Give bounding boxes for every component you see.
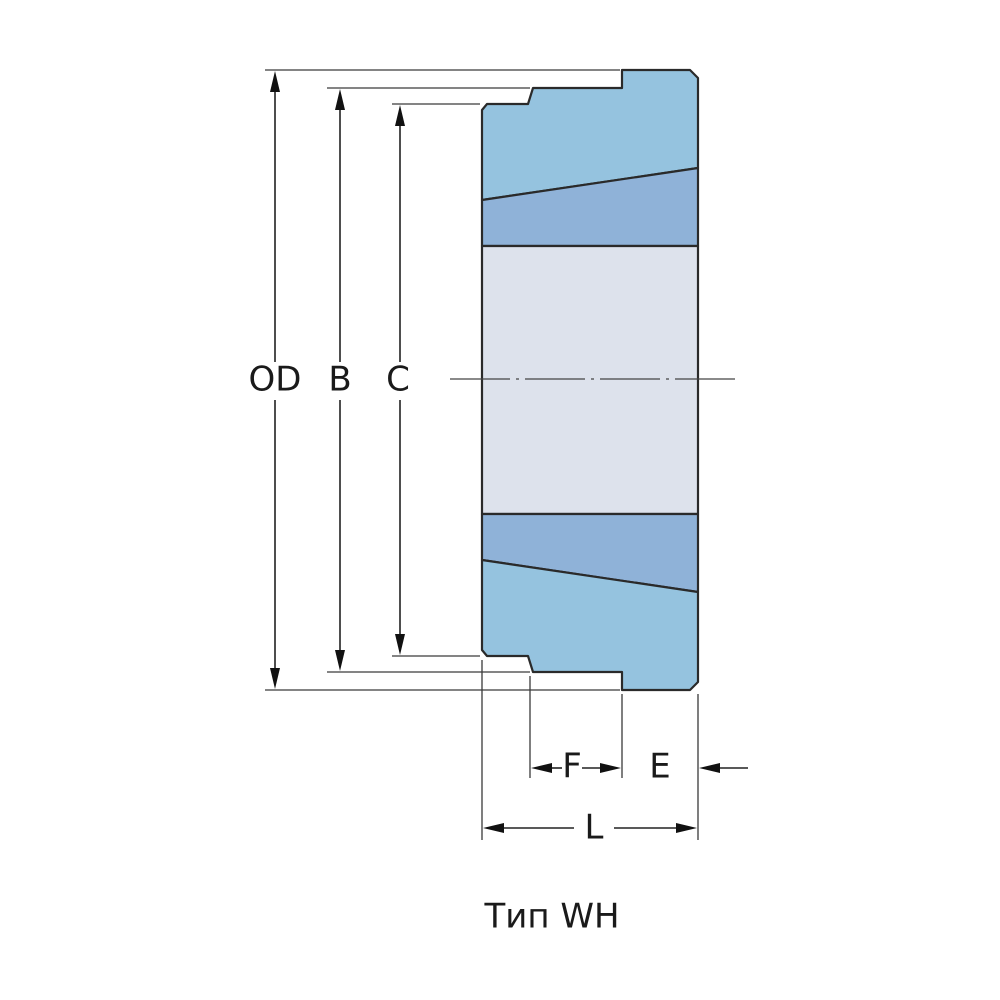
b-label: B [328,360,351,400]
hub-body-upper [480,68,700,202]
extension-lines [265,69,699,840]
dimension-b: B [328,89,352,671]
hub-body-lower [480,558,700,692]
f-label: F [562,747,582,787]
dimension-od: OD [249,71,302,689]
c-label: C [386,360,410,400]
l-label: L [585,808,604,848]
hub-section [480,68,700,692]
e-label: E [649,747,670,787]
bore [480,244,700,516]
type-caption: Тип WH [483,897,619,937]
dimension-f: F [531,747,621,787]
dimension-c: C [386,105,410,655]
od-label: OD [249,360,302,400]
dimension-e: E [649,747,748,787]
dimension-l: L [483,808,697,848]
